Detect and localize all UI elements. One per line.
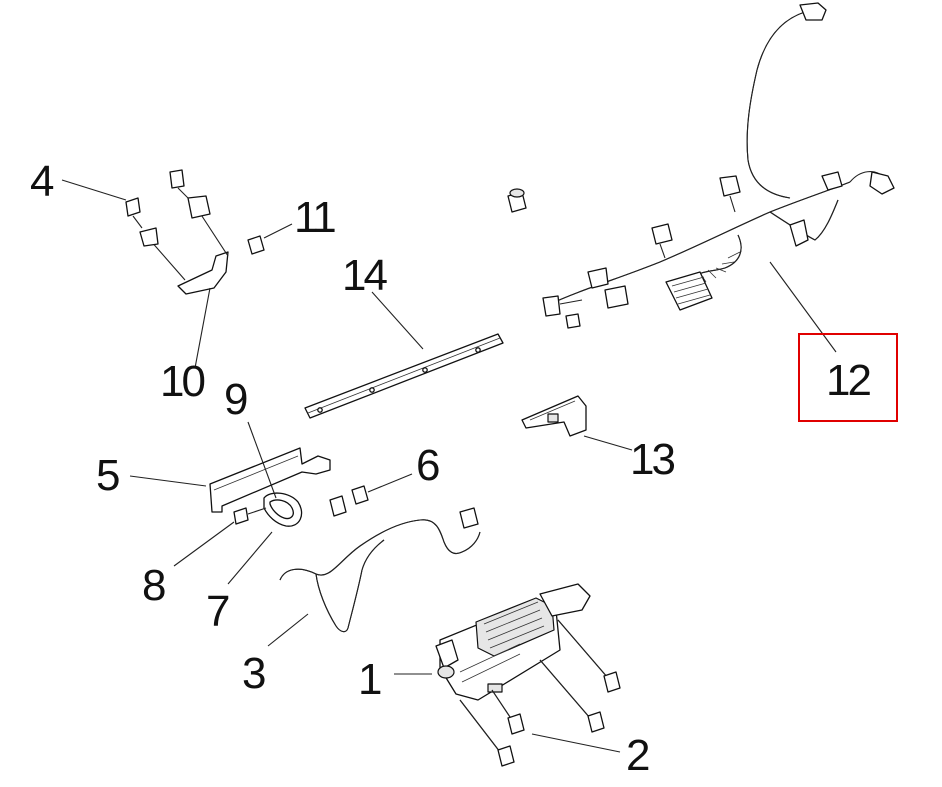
callout-9[interactable]: 9 (224, 375, 250, 424)
callout-6[interactable]: 6 (416, 441, 442, 490)
wiring-harness-part-12[interactable] (507, 2, 895, 353)
bolts-part-2[interactable] (459, 619, 621, 767)
mount-bracket-part-5[interactable] (129, 447, 331, 513)
callout-3[interactable]: 3 (242, 649, 268, 698)
leader-line-12 (769, 261, 837, 353)
highlight-box (798, 333, 898, 422)
bolt-part-4[interactable] (61, 179, 159, 247)
leader-line-11 (263, 223, 293, 239)
p-clamp-part-9[interactable] (247, 421, 303, 527)
leader-line-2 (531, 733, 621, 753)
callout-13[interactable]: 13 (630, 435, 677, 484)
callout-8[interactable]: 8 (142, 561, 168, 610)
callout-11[interactable]: 11 (294, 193, 338, 242)
bracket-part-13[interactable] (521, 395, 633, 451)
bracket-part-14[interactable] (304, 291, 504, 419)
highlighted-callout-12[interactable]: 12 (798, 333, 898, 422)
leader-line-4 (61, 179, 127, 201)
bolt-top-assembly[interactable] (169, 169, 211, 219)
leader-line-13 (583, 435, 633, 451)
bolt-part-8[interactable] (173, 507, 267, 567)
leader-line-5 (129, 475, 207, 487)
clamp-part-7-leader (227, 531, 273, 585)
bracket-assembly-part-10[interactable] (149, 209, 229, 369)
nut-part-6[interactable] (329, 473, 413, 517)
leader-line-3 (267, 613, 309, 647)
callout-2[interactable]: 2 (626, 731, 652, 780)
callout-5[interactable]: 5 (96, 451, 122, 500)
nut-part-11[interactable] (247, 223, 293, 255)
callout-10[interactable]: 10 (160, 357, 207, 406)
callout-1[interactable]: 1 (358, 655, 384, 704)
callout-4[interactable]: 4 (30, 157, 57, 206)
leader-line-7 (227, 531, 273, 585)
control-module-part-1[interactable] (394, 583, 591, 701)
callout-12[interactable]: 12 (826, 356, 873, 405)
leader-line-9 (247, 421, 277, 499)
leader-line-10 (194, 287, 211, 369)
leader-line-6 (367, 473, 413, 493)
leader-line-14 (371, 291, 424, 350)
callout-7[interactable]: 7 (206, 587, 232, 636)
hose-part-3[interactable] (267, 507, 481, 647)
leader-line-8 (173, 521, 235, 567)
callout-14[interactable]: 14 (342, 251, 390, 300)
